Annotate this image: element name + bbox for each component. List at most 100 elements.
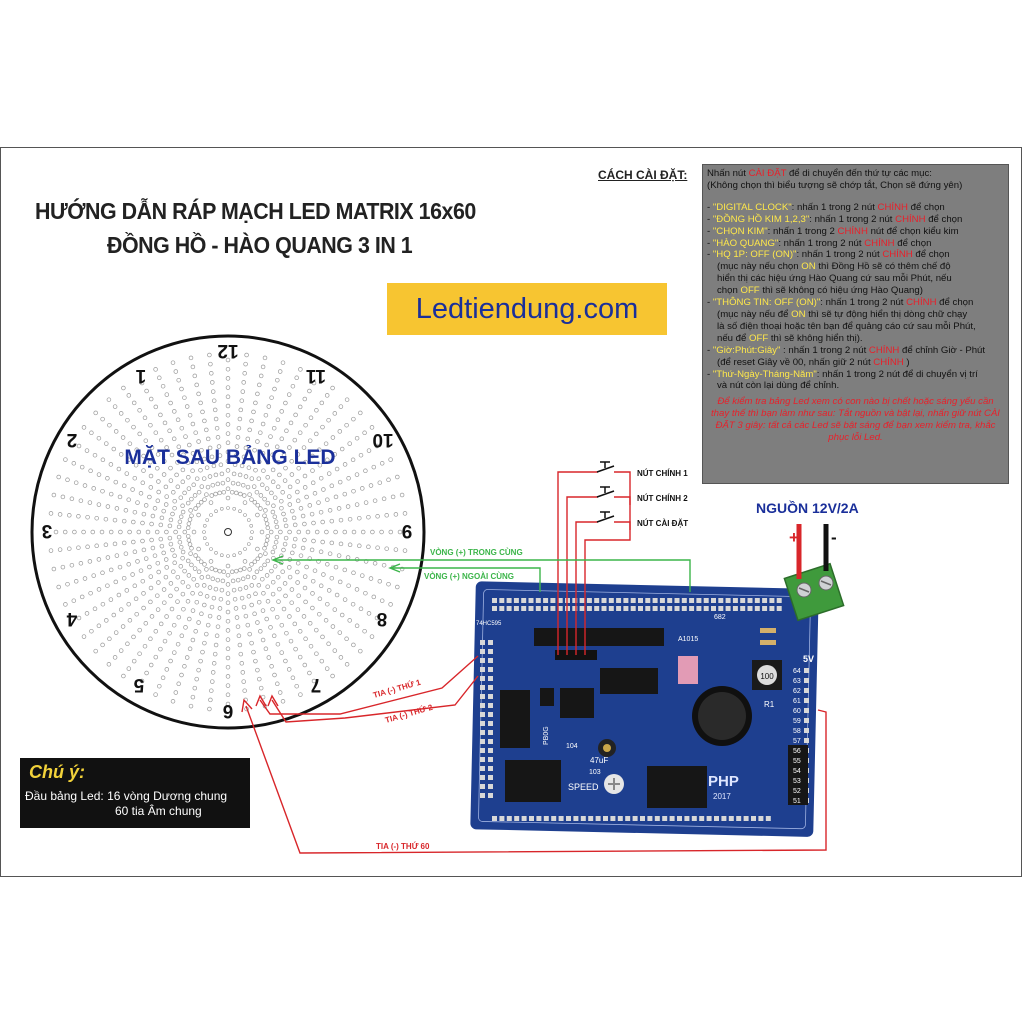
setup-info-note: là số điện thoại hoặc tên bạn để quảng c… bbox=[717, 320, 976, 332]
hour-7: 7 bbox=[311, 674, 322, 695]
code-103: 103 bbox=[589, 769, 601, 776]
setup-instructions: Nhấn nút CÀI ĐẶT để di chuyển đến thứ tự… bbox=[702, 164, 1009, 484]
pin-number: 51 bbox=[793, 798, 801, 805]
ic-chip bbox=[600, 668, 658, 694]
setup-item: - "Thứ-Ngày-Tháng-Năm": nhấn 1 trong 2 n… bbox=[707, 368, 978, 380]
setup-time-note: (để reset Giây về 00, nhấn giữ 2 nút CHÍ… bbox=[717, 356, 910, 368]
setup-item: - "ĐỒNG HỒ KIM 1,2,3": nhấn 1 trong 2 nú… bbox=[707, 213, 963, 225]
dip-switch bbox=[678, 656, 698, 684]
button-main-2-label: NÚT CHÍNH 2 bbox=[637, 494, 688, 503]
ray-2-wire bbox=[271, 675, 479, 723]
title-line-1: HƯỚNG DẪN RÁP MẠCH LED MATRIX 16x60 bbox=[35, 198, 476, 224]
ray-60-label: TIA (-) THỨ 60 bbox=[376, 842, 430, 851]
hour-8: 8 bbox=[377, 608, 388, 629]
code-a1015: A1015 bbox=[678, 636, 698, 643]
pin-number: 59 bbox=[793, 718, 801, 725]
pin-number: 64 bbox=[793, 668, 801, 675]
capacitor-value: 47uF bbox=[590, 756, 608, 765]
board-brand: PHP bbox=[708, 773, 739, 790]
button-wire bbox=[557, 471, 631, 655]
button-main-2[interactable] bbox=[596, 486, 615, 498]
board-year: 2017 bbox=[713, 792, 731, 801]
hour-1: 1 bbox=[135, 365, 146, 386]
code-104: 104 bbox=[566, 743, 578, 750]
ic-chip bbox=[788, 745, 808, 805]
resistor bbox=[760, 628, 776, 633]
speed-label: SPEED bbox=[568, 782, 599, 792]
outer-ring-label: VÒNG (+) NGOÀI CÙNG bbox=[424, 572, 514, 581]
notice-box: Chú ý: Đầu bảng Led: 16 vòng Dương chung… bbox=[20, 758, 250, 828]
ring-wires: VÒNG (+) TRONG CÙNG VÒNG (+) NGOÀI CÙNG bbox=[271, 548, 691, 592]
setup-item: - "Giờ:Phút:Giây" : nhấn 1 trong 2 nút C… bbox=[707, 344, 986, 356]
ray-1-wire bbox=[259, 655, 479, 715]
power-minus: - bbox=[831, 528, 837, 547]
pin-number: 61 bbox=[793, 698, 801, 705]
code-682: 682 bbox=[714, 614, 726, 621]
hour-10: 10 bbox=[372, 429, 393, 450]
button-main-1[interactable] bbox=[596, 461, 615, 473]
setup-intro-2: (Không chọn thì biểu tượng sẽ chớp tắt, … bbox=[707, 179, 963, 191]
setup-item: - "THÔNG TIN: OFF (ON)": nhấn 1 trong 2 … bbox=[707, 297, 974, 309]
hour-12: 12 bbox=[217, 340, 238, 361]
setup-info-note: nếu để OFF thì sẽ không hiển thị). bbox=[717, 332, 863, 344]
led-dial: 12 1 2 3 4 5 6 7 8 9 10 11 MẶT SAU BẢNG … bbox=[30, 334, 426, 730]
setup-hq-note: chọn OFF thì sẽ không có hiệu ứng Hào Qu… bbox=[717, 285, 923, 297]
inner-ring-wire bbox=[275, 559, 691, 592]
inductor-code: 100 bbox=[760, 672, 774, 681]
resistor bbox=[760, 640, 776, 645]
transistor-row bbox=[534, 628, 664, 646]
pin-number: 54 bbox=[793, 768, 801, 775]
ray-1-label: TIA (-) THỨ 1 bbox=[372, 678, 422, 700]
ic-label: PB0G bbox=[543, 726, 550, 745]
crystal bbox=[540, 688, 554, 706]
title-line-2: ĐỒNG HỒ - HÀO QUANG 3 IN 1 bbox=[107, 232, 413, 258]
pin-number: 58 bbox=[793, 728, 801, 735]
setup-hq-note: (mục này nếu chọn ON thì Đồng Hồ sẽ có t… bbox=[717, 261, 951, 273]
power-terminal: + - NGUỒN 12V/2A bbox=[756, 499, 859, 622]
ic-chip bbox=[500, 690, 530, 748]
pin-headers-bottom bbox=[492, 816, 771, 821]
voltage-label: 5V bbox=[803, 654, 814, 664]
ic-code: 74HC595 bbox=[476, 621, 502, 627]
pin-number: 52 bbox=[793, 788, 801, 795]
setup-item: - "DIGITAL CLOCK": nhấn 1 trong 2 nút CH… bbox=[707, 201, 945, 213]
setup-item: - "HÀO QUANG": nhấn 1 trong 2 nút CHÍNH … bbox=[707, 237, 932, 249]
setup-item: - "CHỌN KIM": nhấn 1 trong 2 CHÍNH nút đ… bbox=[707, 225, 959, 237]
pin-number: 53 bbox=[793, 778, 801, 785]
button-setup-label: NÚT CÀI ĐẶT bbox=[637, 519, 688, 528]
setup-hq-note: hiển thị các hiệu ứng Hào Quang cứ sau m… bbox=[717, 273, 952, 285]
ic-chip bbox=[647, 766, 707, 808]
inner-ring-label: VÒNG (+) TRONG CÙNG bbox=[430, 548, 523, 557]
dial-label: MẶT SAU BẢNG LED bbox=[124, 446, 335, 469]
pin-headers-left bbox=[480, 640, 493, 798]
setup-date-note: và nút còn lại dùng để chỉnh. bbox=[717, 380, 840, 392]
notice-line-1: Đầu bảng Led: 16 vòng Dương chung bbox=[25, 789, 228, 803]
ray-2-label: TIA (-) THỨ 2 bbox=[384, 703, 434, 725]
button-setup[interactable] bbox=[596, 511, 615, 523]
hour-3: 3 bbox=[42, 520, 53, 541]
hour-9: 9 bbox=[402, 520, 413, 541]
button-main-1-label: NÚT CHÍNH 1 bbox=[637, 469, 688, 478]
hour-5: 5 bbox=[133, 674, 144, 695]
website-banner: Ledtiendung.com bbox=[387, 283, 667, 335]
setup-info-note: (mục này nếu để ON thì sẽ tự động hiển t… bbox=[717, 308, 968, 320]
dial-center bbox=[224, 528, 232, 536]
resistor-label: R1 bbox=[764, 700, 775, 709]
pin-number: 56 bbox=[793, 748, 801, 755]
led-dots bbox=[48, 352, 408, 712]
pin-number: 62 bbox=[793, 688, 801, 695]
hour-6: 6 bbox=[223, 700, 234, 721]
hour-2: 2 bbox=[67, 429, 78, 450]
notice-title: Chú ý: bbox=[29, 762, 85, 782]
setup-heading: CÁCH CÀI ĐẶT: bbox=[598, 168, 688, 182]
outer-ring-wire bbox=[392, 567, 541, 592]
power-label: NGUỒN 12V/2A bbox=[756, 499, 859, 516]
hour-11: 11 bbox=[306, 365, 327, 386]
pin-number: 57 bbox=[793, 738, 801, 745]
ray-60-wire bbox=[245, 705, 827, 854]
hour-4: 4 bbox=[66, 608, 77, 629]
pin-number: 63 bbox=[793, 678, 801, 685]
setup-test-note: Để kiểm tra bảng Led xem có con nào bị c… bbox=[711, 396, 1000, 444]
